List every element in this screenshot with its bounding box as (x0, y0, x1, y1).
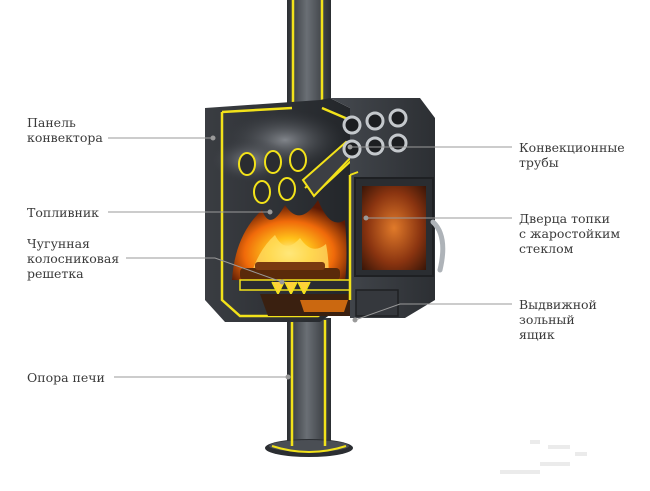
label-ash-drawer: Выдвижной зольный ящик (519, 297, 597, 342)
firebox-flames (232, 200, 347, 282)
ash-pit (260, 294, 355, 316)
label-convection-pipes: Конвекционные трубы (519, 140, 625, 170)
label-stove-support: Опора печи (27, 370, 105, 385)
label-grate: Чугунная колосниковая решетка (27, 236, 120, 281)
label-firebox: Топливник (27, 205, 99, 220)
leader-lines (108, 135, 512, 380)
support-pipe (265, 318, 353, 457)
convection-pipes (342, 108, 408, 159)
label-converter-panel: Панель конвектора (27, 115, 103, 145)
watermark-smudge (500, 440, 587, 474)
chimney-pipe (287, 0, 331, 112)
label-firebox-door: Дверца топки с жаростойким стеклом (519, 211, 621, 256)
